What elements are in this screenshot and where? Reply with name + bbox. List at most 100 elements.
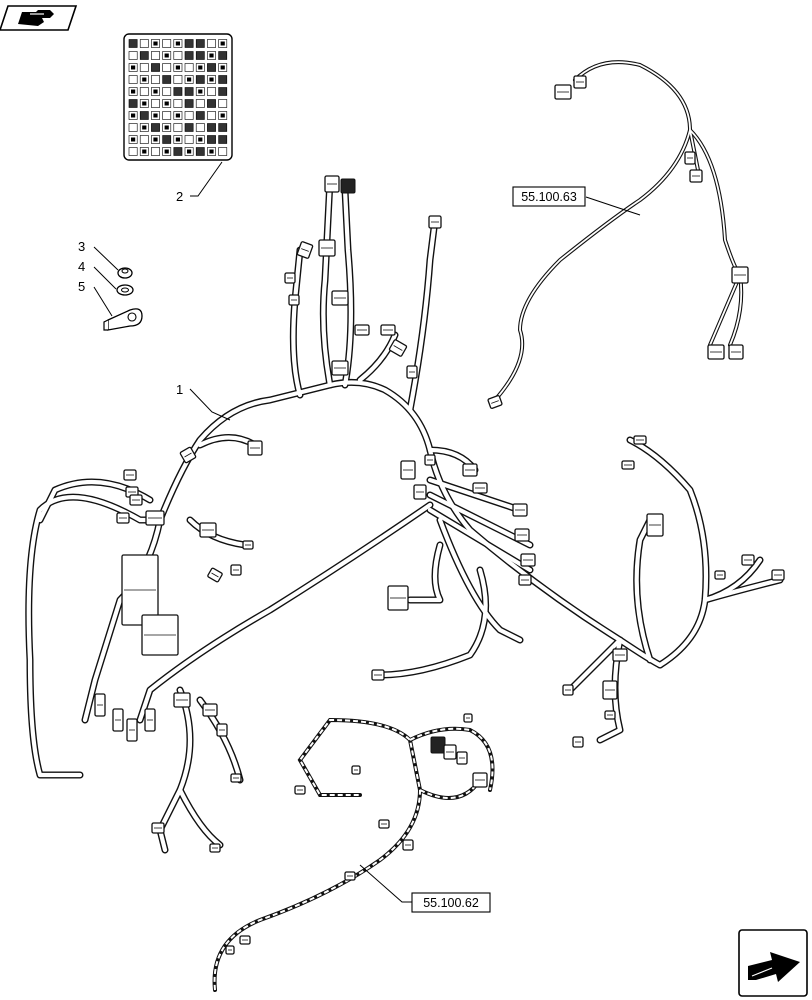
wire-bundle-core (689, 129, 741, 276)
p-clip-part (103, 308, 143, 331)
fuse-cell (173, 123, 183, 132)
fuse-cell (184, 39, 194, 48)
connector-detail (301, 248, 309, 252)
fuse-cell-mark (175, 137, 180, 142)
fuse-cell (139, 135, 149, 144)
callout-2: 2 (176, 189, 183, 204)
wire-bundle-core (494, 61, 691, 401)
fuse-cell (151, 51, 160, 60)
callout-3: 3 (78, 239, 85, 254)
fuse-cell (195, 147, 205, 156)
fuse-cell-mark (187, 77, 192, 82)
fuse-cell (218, 99, 228, 108)
fuse-cell (139, 51, 149, 60)
fuse-cell-mark (209, 53, 214, 58)
callout-5: 5 (78, 279, 85, 294)
fuse-cell (139, 87, 149, 96)
fuse-cell (128, 51, 138, 60)
fuse-cell (128, 75, 138, 84)
fuse-cell (151, 75, 160, 84)
wire-bundle (688, 128, 742, 277)
forward-arrow-icon[interactable] (738, 929, 808, 997)
fuse-cell-mark (142, 77, 147, 82)
fuse-cell (151, 123, 160, 132)
fuse-cell (184, 87, 194, 96)
fuse-cell-mark (198, 137, 203, 142)
wire-bundle-core (26, 495, 163, 778)
fuse-cell-mark (220, 113, 225, 118)
fuse-cell (139, 111, 149, 120)
wire-bundle-core (627, 437, 709, 668)
wire-bundle-core (137, 502, 433, 723)
wire-bundle-core (321, 177, 333, 388)
wire-bundle (212, 717, 423, 992)
nut-part (117, 267, 133, 279)
fuse-grid-cells (128, 39, 228, 156)
fuse-cell (162, 87, 172, 96)
connector-detail (491, 400, 499, 404)
svg-text:55.100.62: 55.100.62 (423, 896, 479, 910)
fuse-cell-mark (164, 125, 169, 130)
sub-harness-55-100-63 (487, 60, 749, 409)
washer-part (116, 284, 134, 296)
wire-bundle-core (407, 542, 443, 603)
sub-harness-55-100-62 (212, 713, 495, 992)
fuse-cell (173, 147, 183, 156)
connector-detail (393, 345, 403, 351)
wire-bundle-core (377, 567, 488, 678)
fuse-cell-mark (153, 113, 158, 118)
fuse-cell (173, 75, 183, 84)
wire-bundle-core (177, 787, 223, 848)
wire-bundle-core (437, 517, 523, 643)
reference-box-55-100-63[interactable]: 55.100.63 (512, 186, 586, 207)
fuse-cell-mark (131, 113, 136, 118)
fuse-cell (184, 99, 194, 108)
fuse-cell (207, 111, 216, 120)
wire-bundle (156, 378, 664, 669)
fuse-cell (173, 99, 183, 108)
fuse-cell (184, 135, 194, 144)
fuse-cell (128, 123, 138, 132)
fuse-cell (162, 39, 172, 48)
fuse-cell-mark (131, 65, 136, 70)
callout-4: 4 (78, 259, 85, 274)
book-hand-icon[interactable] (0, 5, 78, 31)
fuse-cell-mark (175, 65, 180, 70)
wire-bundle-core (427, 477, 523, 513)
wire-bundle-core (634, 517, 653, 663)
connector (340, 178, 356, 194)
fuse-cell-mark (209, 149, 214, 154)
fuse-cell-mark (142, 149, 147, 154)
svg-text:55.100.63: 55.100.63 (521, 190, 577, 204)
fuse-cell (218, 75, 228, 84)
fuse-cell-mark (198, 89, 203, 94)
wire-bundle-core (357, 332, 398, 383)
fuse-cell (218, 147, 228, 156)
fuse-cell (162, 63, 172, 72)
fuse-cell-mark (142, 101, 147, 106)
fuse-cell (218, 51, 228, 60)
fuse-cell (162, 135, 172, 144)
fuse-cell (195, 99, 205, 108)
connector-detail (184, 452, 192, 458)
fuse-cell-mark (142, 125, 147, 130)
reference-box-55-100-62[interactable]: 55.100.62 (411, 892, 491, 913)
fuse-cell (162, 111, 172, 120)
fuse-cell-mark (153, 89, 158, 94)
fuse-cell (151, 63, 160, 72)
fuse-cell (195, 51, 205, 60)
fuse-cell-mark (153, 41, 158, 46)
wire-bundle (186, 516, 249, 549)
leader-lines (93, 161, 641, 903)
fuse-cell (139, 63, 149, 72)
fuse-cell-mark (164, 149, 169, 154)
callout-1: 1 (176, 382, 183, 397)
fuse-cell-mark (175, 41, 180, 46)
fuse-cell-mark (198, 65, 203, 70)
wire-bundle (136, 501, 434, 724)
fuse-cell (207, 135, 216, 144)
fuse-cell-mark (187, 149, 192, 154)
fuse-cell-mark (164, 101, 169, 106)
wire-bundle (25, 493, 164, 779)
